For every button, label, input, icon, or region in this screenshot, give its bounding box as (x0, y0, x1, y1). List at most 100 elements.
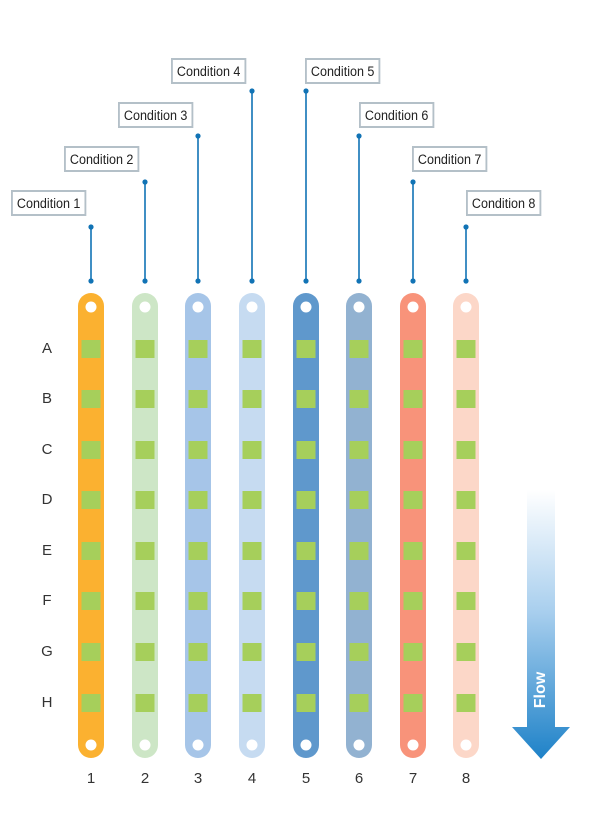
inlet-port-3 (192, 301, 204, 313)
condition-label-7: Condition 7 (412, 146, 488, 172)
spot-A5 (296, 340, 316, 358)
spot-B3 (188, 390, 208, 408)
spot-G5 (296, 643, 316, 661)
lane-label-8: 8 (461, 770, 471, 787)
spot-B7 (403, 390, 423, 408)
inlet-port-6 (353, 301, 365, 313)
spot-A6 (349, 340, 369, 358)
spot-D3 (188, 491, 208, 509)
inlet-port-5 (300, 301, 312, 313)
inlet-port-8 (460, 301, 472, 313)
condition-label-3: Condition 3 (118, 102, 194, 128)
spot-F3 (188, 592, 208, 610)
leader-dot-top-8 (463, 224, 469, 230)
channel-8 (453, 293, 479, 758)
spot-B1 (81, 390, 101, 408)
inlet-port-1 (85, 301, 97, 313)
spot-B2 (135, 390, 155, 408)
spot-E6 (349, 542, 369, 560)
spot-D1 (81, 491, 101, 509)
inlet-port-7 (407, 301, 419, 313)
spot-H2 (135, 694, 155, 712)
row-label-F: F (42, 592, 52, 609)
spot-E5 (296, 542, 316, 560)
spot-D2 (135, 491, 155, 509)
row-label-C: C (41, 441, 53, 458)
spot-E3 (188, 542, 208, 560)
outlet-port-8 (460, 739, 472, 751)
channel-6 (346, 293, 372, 758)
channel-1 (78, 293, 104, 758)
leader-dot-bottom-5 (303, 278, 309, 284)
spot-H3 (188, 694, 208, 712)
spot-D4 (242, 491, 262, 509)
leader-dot-bottom-1 (88, 278, 94, 284)
lane-label-5: 5 (301, 770, 311, 787)
spot-C4 (242, 441, 262, 459)
spot-C1 (81, 441, 101, 459)
lane-label-2: 2 (140, 770, 150, 787)
inlet-port-4 (246, 301, 258, 313)
spot-C5 (296, 441, 316, 459)
condition-label-6: Condition 6 (359, 102, 435, 128)
spot-E1 (81, 542, 101, 560)
spot-H1 (81, 694, 101, 712)
leader-dot-top-4 (249, 88, 255, 94)
spot-B4 (242, 390, 262, 408)
spot-G4 (242, 643, 262, 661)
inlet-port-2 (139, 301, 151, 313)
spot-G3 (188, 643, 208, 661)
outlet-port-1 (85, 739, 97, 751)
spot-A8 (456, 340, 476, 358)
lane-label-1: 1 (86, 770, 96, 787)
spot-A2 (135, 340, 155, 358)
spot-B8 (456, 390, 476, 408)
spot-F4 (242, 592, 262, 610)
spot-A7 (403, 340, 423, 358)
spot-F1 (81, 592, 101, 610)
channel-2 (132, 293, 158, 758)
spot-E7 (403, 542, 423, 560)
spot-A1 (81, 340, 101, 358)
spot-D5 (296, 491, 316, 509)
row-label-G: G (41, 643, 53, 660)
condition-label-2: Condition 2 (64, 146, 140, 172)
row-label-E: E (41, 542, 52, 559)
outlet-port-2 (139, 739, 151, 751)
spot-H6 (349, 694, 369, 712)
spot-G1 (81, 643, 101, 661)
spot-D8 (456, 491, 476, 509)
channel-5 (293, 293, 319, 758)
outlet-port-4 (246, 739, 258, 751)
spot-B5 (296, 390, 316, 408)
spot-F2 (135, 592, 155, 610)
leader-dot-top-6 (356, 133, 362, 139)
spot-F7 (403, 592, 423, 610)
leader-dot-bottom-6 (356, 278, 362, 284)
spot-G7 (403, 643, 423, 661)
row-label-D: D (41, 491, 53, 508)
channel-3 (185, 293, 211, 758)
outlet-port-3 (192, 739, 204, 751)
lane-label-3: 3 (193, 770, 203, 787)
spot-E4 (242, 542, 262, 560)
leader-dot-bottom-3 (195, 278, 201, 284)
row-label-B: B (41, 390, 52, 407)
spot-F8 (456, 592, 476, 610)
leader-dot-bottom-8 (463, 278, 469, 284)
channel-7 (400, 293, 426, 758)
spot-C7 (403, 441, 423, 459)
flow-arrow (512, 490, 570, 759)
leader-dot-top-7 (410, 179, 416, 185)
flow-label: Flow (532, 671, 549, 709)
spot-A4 (242, 340, 262, 358)
condition-label-8: Condition 8 (466, 190, 542, 216)
lane-label-4: 4 (247, 770, 257, 787)
spot-A3 (188, 340, 208, 358)
spot-F6 (349, 592, 369, 610)
spot-G6 (349, 643, 369, 661)
row-label-A: A (41, 340, 52, 357)
outlet-port-7 (407, 739, 419, 751)
spot-E2 (135, 542, 155, 560)
